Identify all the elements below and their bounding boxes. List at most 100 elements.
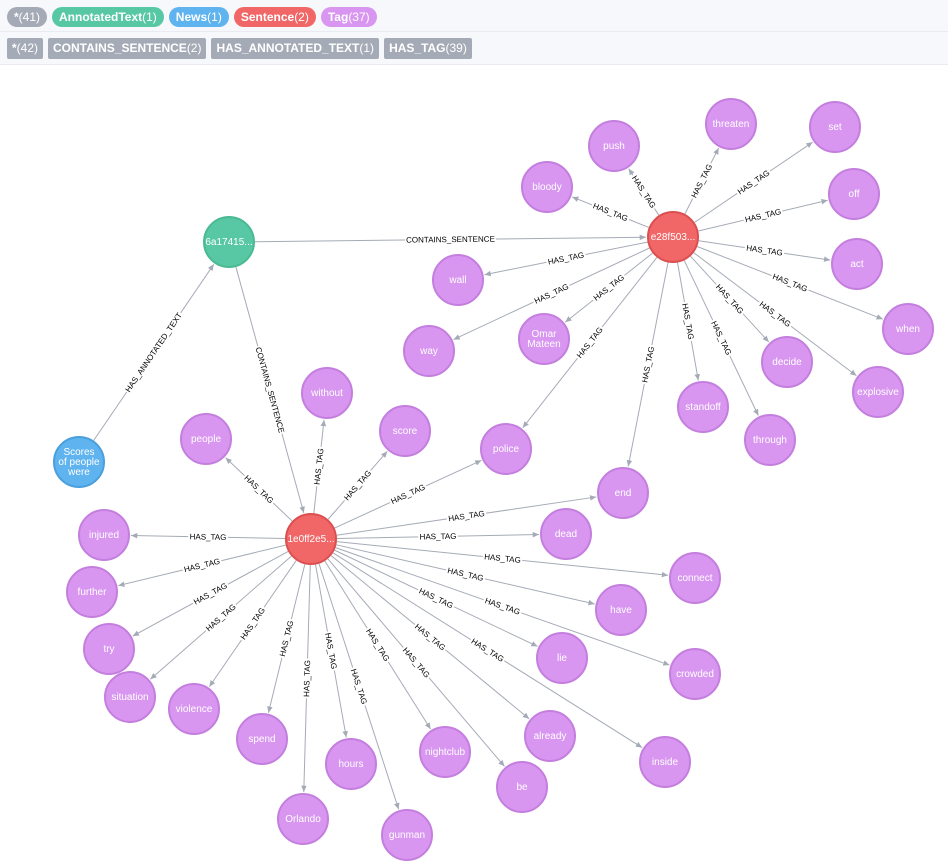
node-act[interactable]: act [831,238,883,290]
node-through[interactable]: through [744,414,796,466]
tag-node-circle[interactable] [831,238,883,290]
edge-s1-push[interactable]: HAS_TAG [628,168,660,216]
edge-a1-s1[interactable]: CONTAINS_SENTENCE [254,233,647,246]
rel-pill-contains-sentence[interactable]: CONTAINS_SENTENCE(2) [48,38,207,59]
edge-s2-violence[interactable]: HAS_TAG [208,560,297,688]
tag-node-circle[interactable] [744,414,796,466]
edge-s2-score[interactable]: HAS_TAG [327,451,388,520]
node-when[interactable]: when [882,303,934,355]
edge-s1-bloody[interactable]: HAS_TAG [571,196,650,228]
node-people[interactable]: people [180,413,232,465]
annotatedtext-node-circle[interactable] [203,216,255,268]
edge-s2-hours[interactable]: HAS_TAG [315,564,348,738]
node-dead[interactable]: dead [540,508,592,560]
tag-node-circle[interactable] [677,381,729,433]
node-situation[interactable]: situation [104,671,156,723]
node-spend[interactable]: spend [236,713,288,765]
node-already[interactable]: already [524,710,576,762]
tag-node-circle[interactable] [381,809,433,861]
tag-node-circle[interactable] [882,303,934,355]
node-be[interactable]: be [496,761,548,813]
tag-node-circle[interactable] [379,405,431,457]
node-connect[interactable]: connect [669,552,721,604]
node-crowded[interactable]: crowded [669,648,721,700]
node-without[interactable]: without [301,367,353,419]
edge-s2-be[interactable]: HAS_TAG [327,558,505,767]
node-lie[interactable]: lie [536,632,588,684]
tag-node-circle[interactable] [104,671,156,723]
tag-node-circle[interactable] [301,367,353,419]
node-s2[interactable]: 1e0ff2e5... [285,513,337,565]
node-end[interactable]: end [597,467,649,519]
edge-s1-threaten[interactable]: HAS_TAG [684,147,720,215]
edge-s2-injured[interactable]: HAS_TAG [130,531,286,543]
edge-s2-spend[interactable]: HAS_TAG [267,564,306,713]
edge-s1-end[interactable]: HAS_TAG [626,262,669,467]
tag-node-circle[interactable] [403,325,455,377]
edge-s1-set[interactable]: HAS_TAG [694,141,813,223]
edge-s2-connect[interactable]: HAS_TAG [336,541,669,578]
node-nightclub[interactable]: nightclub [419,726,471,778]
sentence-node-circle[interactable] [647,211,699,263]
node-set[interactable]: set [809,101,861,153]
node-standoff[interactable]: standoff [677,381,729,433]
tag-node-circle[interactable] [236,713,288,765]
node-bloody[interactable]: bloody [521,161,573,213]
tag-node-circle[interactable] [78,509,130,561]
tag-node-circle[interactable] [419,726,471,778]
node-try[interactable]: try [83,623,135,675]
node-explosive[interactable]: explosive [852,366,904,418]
tag-node-circle[interactable] [595,584,647,636]
label-pill-sentence[interactable]: Sentence(2) [233,7,316,27]
tag-node-circle[interactable] [66,566,118,618]
node-orlando[interactable]: Orlando [277,793,329,845]
node-gunman[interactable]: gunman [381,809,433,861]
edge-s1-standoff[interactable]: HAS_TAG [677,262,700,381]
tag-node-circle[interactable] [705,98,757,150]
edge-s1-wall[interactable]: HAS_TAG [484,241,648,277]
tag-node-circle[interactable] [761,336,813,388]
node-decide[interactable]: decide [761,336,813,388]
edge-s2-situation[interactable]: HAS_TAG [150,555,292,680]
edge-s2-orlando[interactable]: HAS_TAG [301,564,313,793]
rel-pill-has-annotated-text[interactable]: HAS_ANNOTATED_TEXT(1) [211,38,380,59]
node-s1[interactable]: e28f503... [647,211,699,263]
tag-node-circle[interactable] [325,738,377,790]
label-pill-all[interactable]: *(41) [7,7,48,27]
edge-s1-act[interactable]: HAS_TAG [698,240,831,262]
tag-node-circle[interactable] [83,623,135,675]
node-off[interactable]: off [828,168,880,220]
tag-node-circle[interactable] [669,552,721,604]
tag-node-circle[interactable] [518,313,570,365]
sentence-node-circle[interactable] [285,513,337,565]
node-further[interactable]: further [66,566,118,618]
node-injured[interactable]: injured [78,509,130,561]
label-pill-news[interactable]: News(1) [168,7,229,27]
rel-pill-has-tag[interactable]: HAS_TAG(39) [384,38,472,59]
edge-s1-off[interactable]: HAS_TAG [698,198,828,232]
tag-node-circle[interactable] [524,710,576,762]
node-wall[interactable]: wall [432,254,484,306]
tag-node-circle[interactable] [521,161,573,213]
node-score[interactable]: score [379,405,431,457]
edge-news-a1[interactable]: HAS_ANNOTATED_TEXT [93,264,215,441]
edge-s2-people[interactable]: HAS_TAG [225,457,293,522]
edge-s1-omar[interactable]: HAS_TAG [564,252,653,323]
node-threaten[interactable]: threaten [705,98,757,150]
tag-node-circle[interactable] [496,761,548,813]
news-node-circle[interactable] [53,436,105,488]
tag-node-circle[interactable] [597,467,649,519]
tag-node-circle[interactable] [168,683,220,735]
tag-node-circle[interactable] [639,736,691,788]
rel-pill-all[interactable]: *(42) [7,38,44,59]
edge-s2-dead[interactable]: HAS_TAG [336,531,540,542]
node-have[interactable]: have [595,584,647,636]
tag-node-circle[interactable] [180,413,232,465]
tag-node-circle[interactable] [480,423,532,475]
tag-node-circle[interactable] [588,120,640,172]
node-violence[interactable]: violence [168,683,220,735]
tag-node-circle[interactable] [828,168,880,220]
node-police[interactable]: police [480,423,532,475]
